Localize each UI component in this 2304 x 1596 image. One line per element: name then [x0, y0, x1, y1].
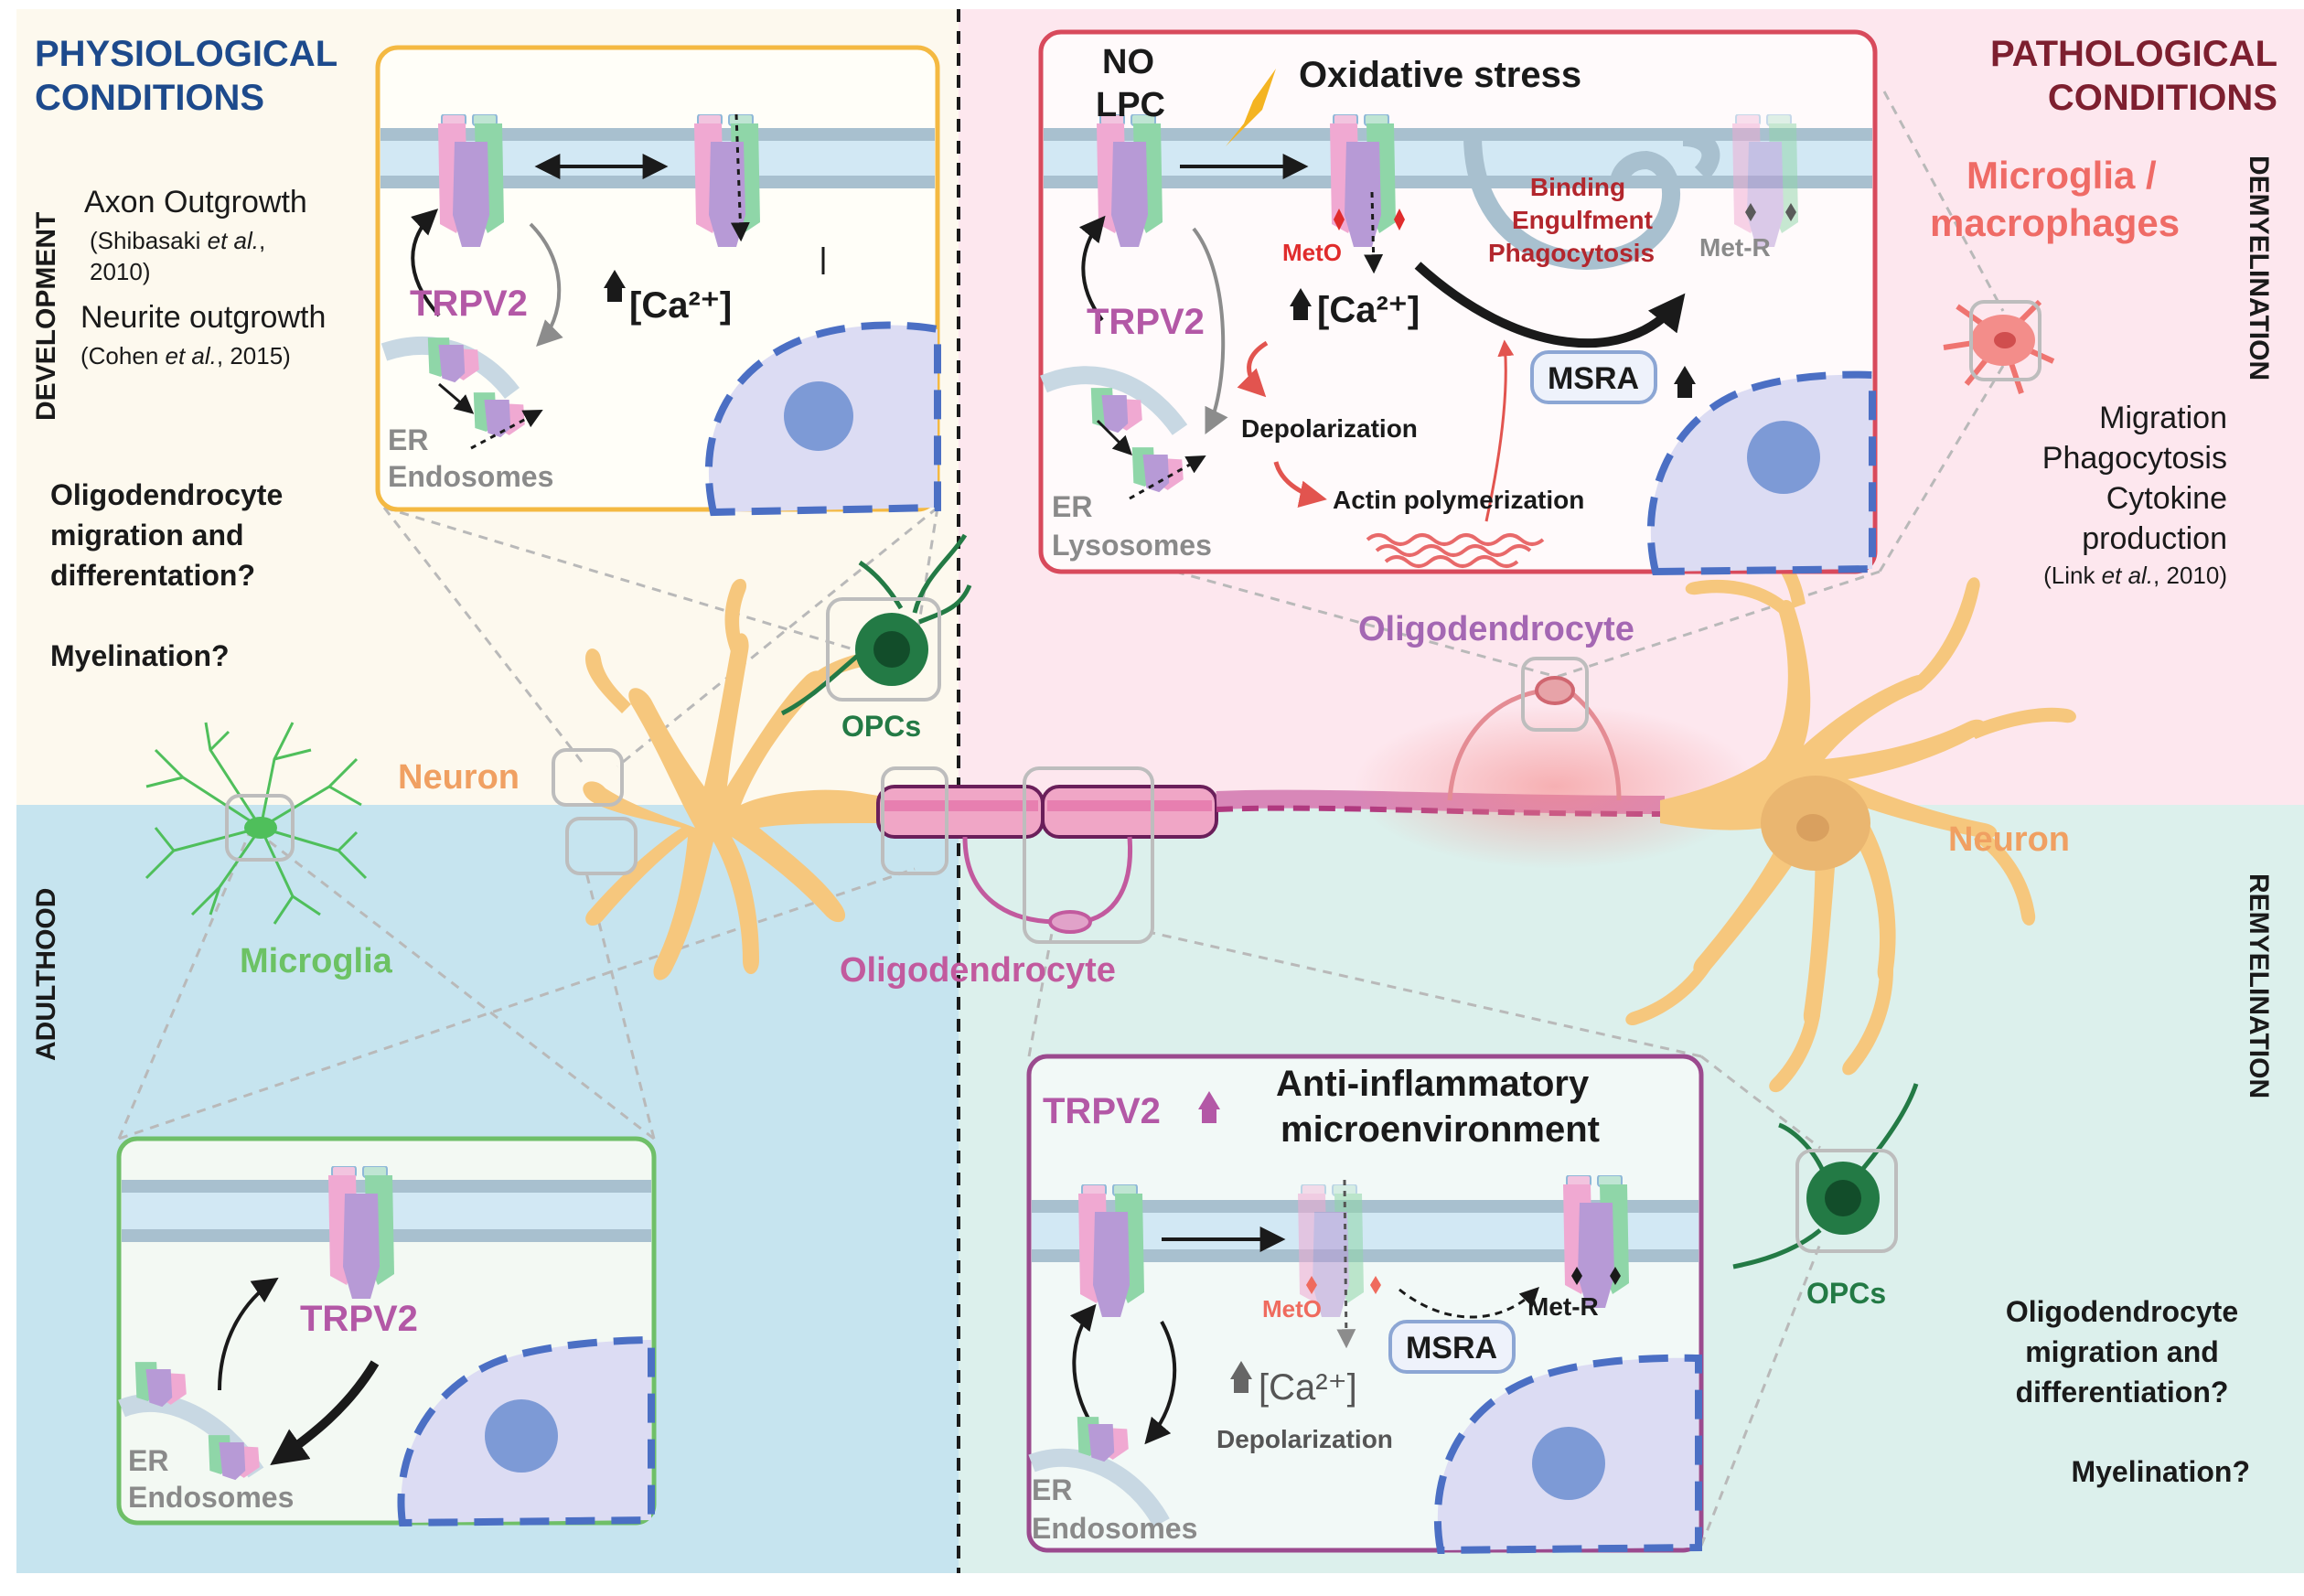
- remy-msra-label: MSRA: [1406, 1331, 1497, 1366]
- actin-filaments: [1366, 533, 1545, 568]
- adult-endosomes-label: Endosomes: [128, 1481, 294, 1514]
- demy-binding-label: Binding: [1530, 173, 1625, 201]
- zoom-box-opc-top: [826, 597, 941, 702]
- panel-demyelination: [1038, 29, 1878, 576]
- neuron-right-label: Neuron: [1948, 820, 2070, 859]
- demyelination-side-label: DEMYELINATION: [2244, 155, 2274, 380]
- dev-trpv2-label: TRPV2: [410, 284, 528, 324]
- adult-er-label: ER: [128, 1444, 168, 1477]
- opc-top-nucleus: [873, 631, 910, 668]
- neurite-outgrowth-label: Neurite outgrowth: [80, 300, 326, 335]
- neurite-outgrowth-ref: (Cohen et al., 2015): [80, 342, 291, 370]
- demy-lysosomes-label: Lysosomes: [1052, 529, 1212, 562]
- macrophage-nucleus: [1994, 332, 2016, 348]
- opc-bottom-nucleus: [1825, 1180, 1861, 1216]
- oligodendrocyte-top-soma: [1535, 676, 1575, 705]
- zoom-box-axon: [881, 766, 948, 875]
- link-reference: (Link et al., 2010): [2043, 562, 2227, 589]
- function-cytokine: Cytokine: [2106, 481, 2227, 516]
- dev-calcium-label: [Ca²⁺]: [629, 285, 732, 326]
- panel-development: [375, 45, 941, 517]
- zoom-box-macrophage: [1969, 300, 2041, 381]
- demy-no-label: NO: [1102, 43, 1154, 81]
- demy-depolarization-label: Depolarization: [1241, 414, 1418, 443]
- dev-er-label: ER: [388, 423, 428, 456]
- adult-trpv2-label: TRPV2: [300, 1299, 418, 1339]
- lightning-icon: [1226, 69, 1276, 146]
- oligodendrocyte-top: [1447, 688, 1622, 801]
- dev-endosomes-label: Endosomes: [388, 460, 553, 493]
- axon-outgrowth-year: 2010): [90, 258, 151, 285]
- question-tl-1b: migration and: [50, 519, 244, 552]
- question-br-1a: Oligodendrocyte: [2006, 1295, 2238, 1328]
- question-br-2: Myelination?: [2071, 1455, 2250, 1488]
- remy-trpv2-label: TRPV2: [1043, 1091, 1161, 1131]
- zoom-box-microglia: [225, 794, 295, 862]
- remy-meto-label: MetO: [1262, 1295, 1322, 1323]
- microglia-macrophages-line2: macrophages: [1930, 201, 2180, 244]
- zoom-box-oligodendrocyte: [1023, 766, 1154, 944]
- axon-outgrowth-label: Axon Outgrowth: [84, 185, 307, 220]
- question-br-1c: differentiation?: [2016, 1376, 2229, 1409]
- question-tl-1c: differentation?: [50, 559, 255, 592]
- function-phagocytosis: Phagocytosis: [2042, 441, 2227, 476]
- zoom-box-neuron-tip-2: [565, 817, 638, 875]
- oligodendrocyte-soma: [1048, 910, 1092, 934]
- demy-msra-label: MSRA: [1548, 361, 1639, 396]
- physiological-title-line2: CONDITIONS: [35, 78, 264, 118]
- remy-anti-inflammatory-1: Anti-inflammatory: [1276, 1064, 1590, 1104]
- question-tl-1a: Oligodendrocyte: [50, 478, 283, 511]
- demy-phagocytosis-label: Phagocytosis: [1488, 239, 1655, 267]
- oligodendrocyte-top-label: Oligodendrocyte: [1358, 610, 1634, 648]
- demy-meto-label: MetO: [1282, 239, 1342, 266]
- remy-anti-inflammatory-2: microenvironment: [1281, 1109, 1600, 1150]
- question-br-1b: migration and: [2025, 1335, 2219, 1368]
- remy-depolarization-label: Depolarization: [1216, 1425, 1393, 1453]
- demy-lpc-label: LPC: [1096, 86, 1165, 124]
- remyelination-side-label: REMYELINATION: [2244, 873, 2274, 1098]
- microglia-soma: [244, 817, 277, 839]
- zoom-box-neuron-tip-1: [552, 748, 624, 807]
- demy-er-label: ER: [1052, 490, 1092, 523]
- zoom-box-oligodendrocyte-top: [1521, 657, 1589, 732]
- pathological-title-line2: CONDITIONS: [2048, 78, 2277, 118]
- remy-endosomes-label: Endosomes: [1032, 1512, 1197, 1545]
- neuron-left-label: Neuron: [398, 758, 520, 797]
- development-ca-up-arrow: [604, 270, 626, 288]
- axon-outgrowth-ref: (Shibasaki et al.,: [90, 227, 265, 254]
- pathological-title-line1: PATHOLOGICAL: [1990, 34, 2277, 74]
- demy-oxidative-stress: Oxidative stress: [1299, 55, 1581, 95]
- microglia-cell: [145, 722, 368, 925]
- opcs-top-label: OPCs: [841, 710, 921, 743]
- remy-met-r-label: Met-R: [1527, 1292, 1599, 1321]
- demy-engulfment-label: Engulfment: [1512, 206, 1653, 234]
- question-tl-2: Myelination?: [50, 639, 230, 672]
- zoom-box-opc-bottom: [1795, 1149, 1898, 1253]
- remy-er-label: ER: [1032, 1473, 1072, 1506]
- demyelination-glow: [1354, 704, 1756, 869]
- oligodendrocyte-center-label: Oligodendrocyte: [840, 951, 1116, 990]
- demy-calcium-label: [Ca²⁺]: [1317, 290, 1420, 330]
- neuron-right-nucleus: [1796, 814, 1829, 841]
- function-production: production: [2082, 521, 2227, 556]
- demy-met-r-label: Met-R: [1699, 233, 1771, 262]
- function-migration: Migration: [2099, 401, 2227, 435]
- physiological-title-line1: PHYSIOLOGICAL: [35, 34, 338, 74]
- panel-remyelination: [1026, 1054, 1704, 1555]
- panel-adulthood: [116, 1136, 657, 1527]
- opcs-bottom-label: OPCs: [1806, 1277, 1886, 1310]
- microglia-label: Microglia: [240, 942, 393, 980]
- demy-actin-label: Actin polymerization: [1333, 486, 1584, 514]
- adulthood-side-label: ADULTHOOD: [31, 888, 61, 1061]
- development-side-label: DEVELOPMENT: [31, 212, 61, 421]
- remy-calcium-label: [Ca²⁺]: [1259, 1367, 1357, 1408]
- demy-trpv2-label: TRPV2: [1087, 302, 1205, 342]
- microglia-macrophages-line1: Microglia /: [1966, 154, 2157, 197]
